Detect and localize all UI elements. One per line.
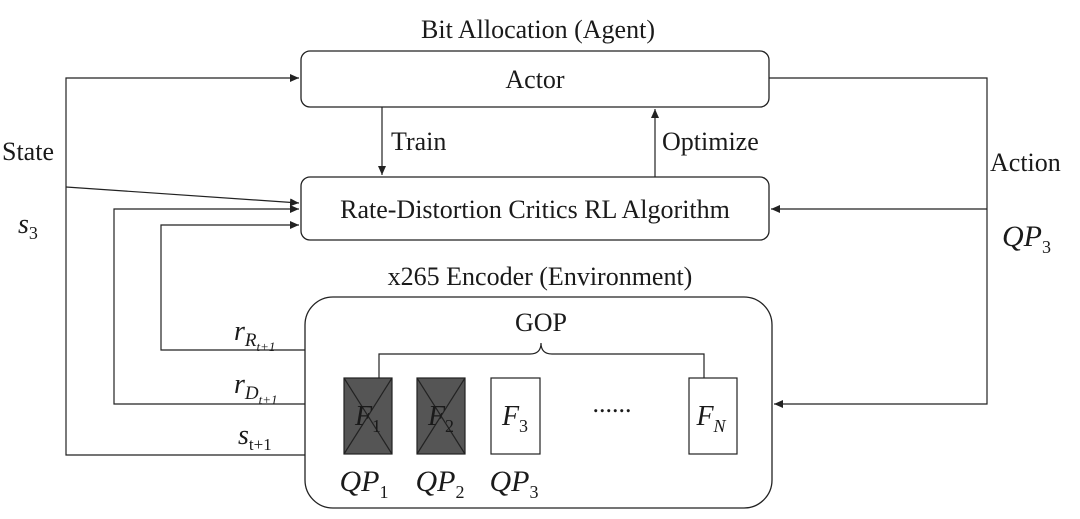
optimize-label: Optimize [662,127,759,156]
frame-n-box [688,377,738,455]
action-symbol: QP3 [1002,220,1051,257]
frame-3-box [490,377,541,455]
frame-3-label: F3 [501,401,528,436]
state-label: State [2,137,54,166]
qp-3-label: QP3 [490,465,539,502]
gop-bracket [378,342,705,378]
critics-box [300,176,770,241]
frame-3: F3 [490,377,541,455]
agent-title: Bit Allocation (Agent) [421,15,655,44]
state-to-critics-arrow [65,186,300,207]
frame-1: F1 [343,377,393,455]
frames-ellipsis: ...... [593,389,632,418]
frame-2-cross [416,377,466,455]
frame-1-label: F1 [354,401,381,436]
frame-1-cross [343,377,393,455]
state-symbol: s3 [18,209,38,243]
actor-label: Actor [505,65,565,94]
qp-2-label: QP2 [416,465,465,502]
frame-2-label: F2 [427,401,454,436]
train-label: Train [391,127,446,156]
gop-label: GOP [515,308,567,337]
environment-title: x265 Encoder (Environment) [388,262,693,291]
actor-box [300,50,770,108]
distortion-reward-label: rDt+1 [234,369,278,407]
action-line [769,77,988,408]
critics-label: Rate-Distortion Critics RL Algorithm [340,195,730,224]
distortion-reward-line [113,205,305,405]
qp-1-label: QP1 [340,465,389,502]
action-label: Action [990,148,1061,177]
frame-2: F2 [416,377,466,455]
next-state-line [65,74,305,456]
rate-reward-label: rRt+1 [234,316,275,354]
rate-reward-line [160,221,305,351]
frame-n: FN [688,377,738,455]
frame-n-label: FN [695,401,726,436]
next-state-label: st+1 [238,420,272,454]
